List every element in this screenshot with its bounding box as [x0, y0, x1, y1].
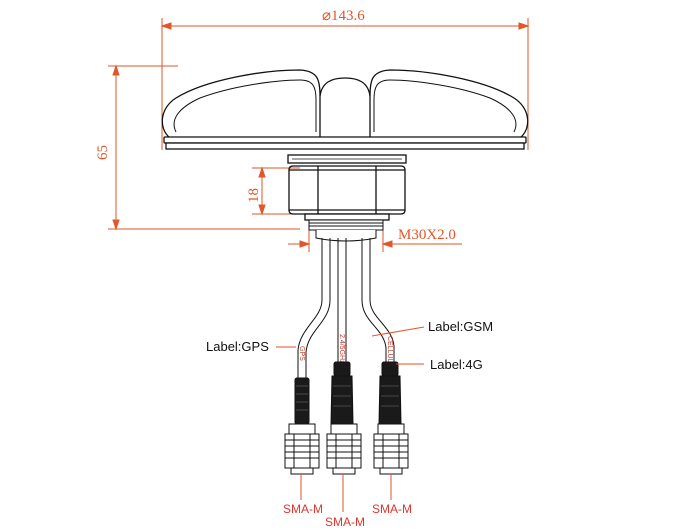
strain-relief-boots [294, 361, 402, 425]
thread-dimension [288, 228, 462, 252]
height-dimension [108, 64, 300, 231]
callout-leaders [276, 326, 425, 512]
cable-print-gps: GPS [298, 346, 305, 361]
4g-label: Label:4G [430, 357, 483, 372]
boot-ribs [296, 385, 399, 411]
sma-connector-middle [326, 423, 362, 475]
sma-middle-label: SMA-M [325, 515, 365, 529]
antenna-radome [161, 69, 529, 164]
cable-print-gsm: 2.4/5GHz [338, 334, 345, 364]
hex-nut [288, 165, 406, 221]
threaded-stud [308, 219, 384, 242]
diameter-dimension-text: ⌀143.6 [322, 8, 365, 24]
nut-height-dimension-text: 18 [246, 188, 262, 203]
gps-label: Label:GPS [206, 339, 269, 354]
sma-right-label: SMA-M [372, 502, 412, 516]
nut-height-dimension [252, 166, 300, 216]
thread-dimension-text: M30X2.0 [398, 227, 456, 243]
cable-bundle [297, 238, 395, 378]
sma-connector-right [373, 423, 409, 475]
diameter-dimension [160, 18, 530, 150]
sma-left-label: SMA-M [283, 502, 323, 516]
height-dimension-text: 65 [95, 145, 111, 160]
cable-print-4g: CELLULAR [386, 336, 393, 372]
sma-connector-left [284, 423, 320, 475]
gsm-label: Label:GSM [428, 319, 493, 334]
